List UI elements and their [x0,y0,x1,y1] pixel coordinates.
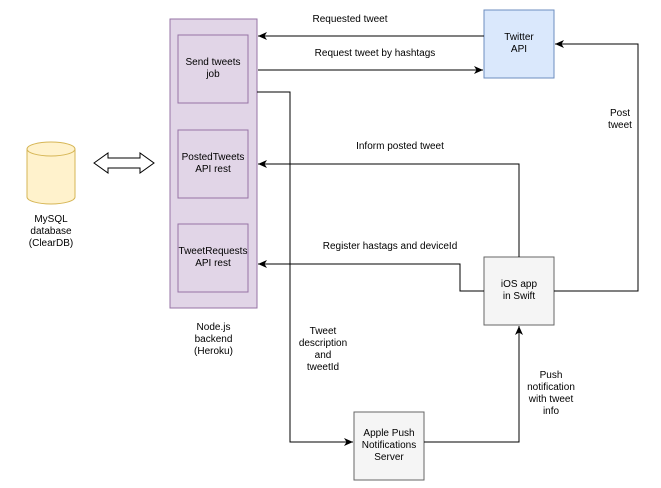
edge-label-tweet-description: Tweet description and tweetId [298,326,348,373]
apns-label: Apple Push Notifications Server [361,428,417,463]
edge-label-push-notification: Push notification with tweet info [527,370,575,417]
mysql-label: MySQL database (ClearDB) [28,214,74,249]
ios-app-box [483,256,555,326]
posted-tweets-api-box [177,129,249,199]
edge-post-tweet [554,40,639,292]
edge-push-notification [424,326,523,443]
edge-tweet-description [257,91,353,446]
tweet-requests-api-label: TweetRequests API rest [178,246,248,269]
mysql-database-icon [26,141,76,205]
edge-inform-posted-tweet [258,160,520,257]
edge-register-hashtags [258,260,484,292]
edge-label-register-hashtags: Register hastags and deviceId [322,241,458,252]
twitter-api-label: Twitter API [504,32,534,55]
apns-box [353,411,425,481]
send-tweets-job-label: Send tweets job [185,57,241,80]
ios-app-label: iOS app in Swift [500,279,538,302]
edge-label-requested-tweet: Requested tweet [312,14,388,25]
edge-label-request-by-hashtags: Request tweet by hashtags [314,48,436,59]
tweet-requests-api-box [177,223,249,293]
send-tweets-job-box [177,34,249,104]
twitter-api-box [483,9,555,79]
edge-label-inform-posted-tweet: Inform posted tweet [356,141,444,152]
db-backend-double-arrow [93,152,155,174]
backend-label: Node.js backend (Heroku) [194,322,233,357]
posted-tweets-api-label: PostedTweets API rest [181,152,245,175]
edge-label-post-tweet: Post tweet [608,108,632,131]
